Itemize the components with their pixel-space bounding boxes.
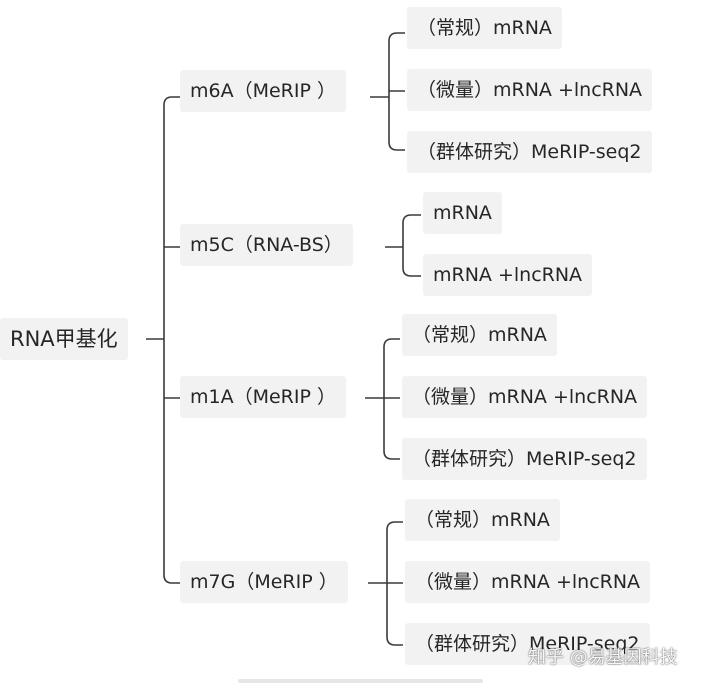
leaf-node[interactable]: （群体研究）MeRIP-seq2 [405, 623, 650, 665]
leaf-node[interactable]: mRNA +lncRNA [423, 254, 593, 296]
leaf-node[interactable]: （微量）mRNA +lncRNA [407, 69, 653, 111]
root-connector [146, 96, 180, 584]
branch-node-m1a[interactable]: m1A（MeRIP ） [180, 376, 346, 418]
branch-node-m6a[interactable]: m6A（MeRIP ） [180, 70, 346, 112]
root-node[interactable]: RNA甲基化 [0, 318, 128, 360]
leaf-node[interactable]: （群体研究）MeRIP-seq2 [407, 131, 652, 173]
leaf-node[interactable]: （微量）mRNA +lncRNA [402, 376, 648, 418]
leaf-node[interactable]: （常规）mRNA [405, 499, 560, 541]
leaf-node[interactable]: （常规）mRNA [402, 314, 557, 356]
branch-connector [370, 32, 405, 151]
leaf-node[interactable]: mRNA [423, 192, 502, 234]
branch-node-m5c[interactable]: m5C（RNA-BS） [180, 224, 353, 266]
leaf-node[interactable]: （微量）mRNA +lncRNA [405, 561, 651, 603]
horizontal-scrollbar[interactable] [238, 679, 483, 683]
branch-connector [368, 521, 403, 646]
leaf-node[interactable]: （群体研究）MeRIP-seq2 [402, 438, 647, 480]
watermark: 知乎 @易基因科技 [528, 647, 678, 668]
branch-connector [365, 338, 400, 460]
leaf-node[interactable]: （常规）mRNA [407, 7, 562, 49]
branch-connector [385, 214, 421, 277]
branch-node-m7g[interactable]: m7G（MeRIP ） [180, 561, 348, 603]
